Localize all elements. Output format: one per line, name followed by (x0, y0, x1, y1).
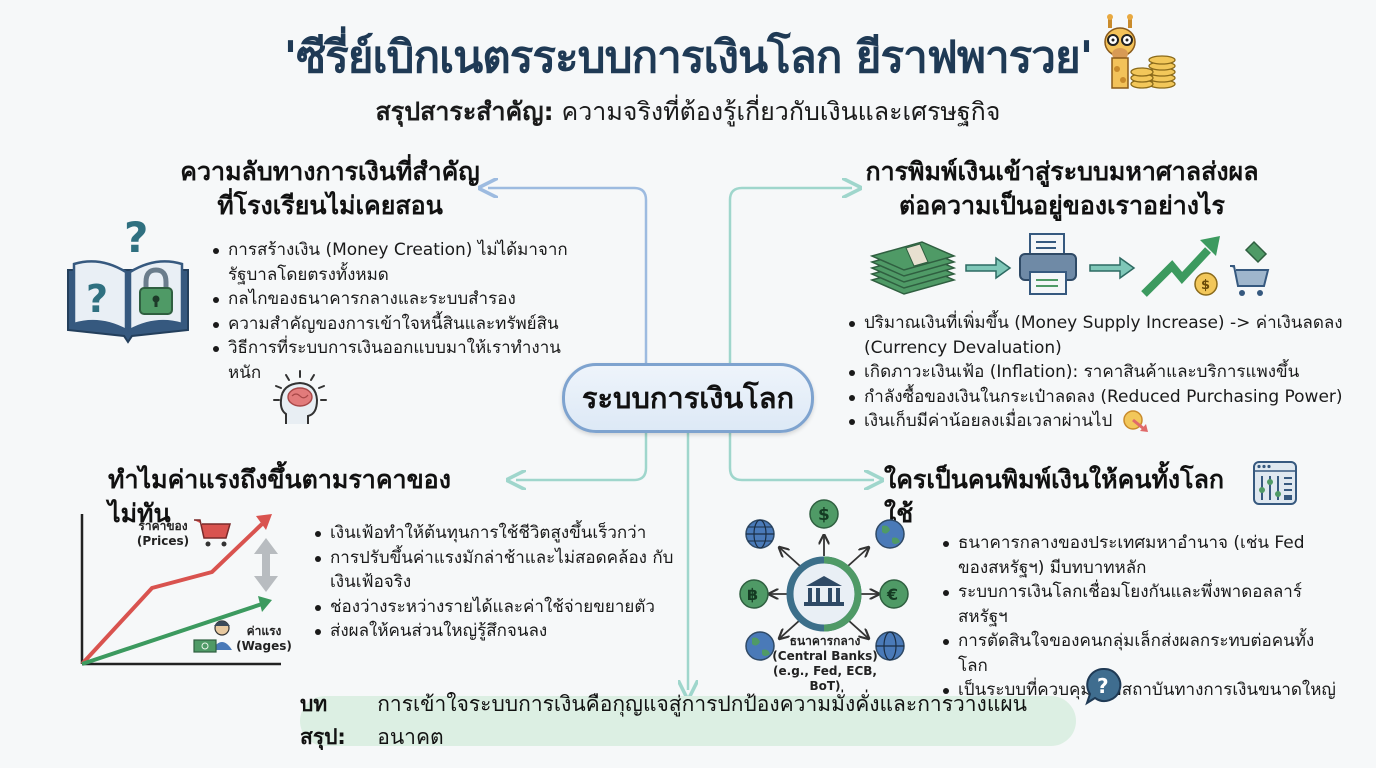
bank-building-icon (804, 576, 844, 606)
money-printing-bullets: ปริมาณเงินที่เพิ่มขึ้น (Money Supply Inc… (846, 311, 1346, 434)
bullet-item: ระบบการเงินโลกเชื่อมโยงกันและพึ่งพาดอลลา… (940, 580, 1340, 629)
giraffe-with-coins-icon (1104, 14, 1176, 89)
prices-label: ราคาของ (Prices) (128, 519, 198, 549)
wages-label-en: (Wages) (236, 639, 292, 653)
section-title: การพิมพ์เงินเข้าสู่ระบบมหาศาลส่งผล ต่อคว… (852, 155, 1272, 223)
bullet-item: เป็นระบบที่ควบคุมโดยสถาบันทางการเงินขนาด… (940, 678, 1340, 703)
section-school-secrets: ความลับทางการเงินที่สำคัญ ที่โรงเรียนไม่… (150, 155, 510, 223)
bullet-item: การปรับขึ้นค่าแรงมักล่าช้าและไม่สอดคล้อง… (312, 546, 682, 595)
title-line-1: การพิมพ์เงินเข้าสู่ระบบมหาศาลส่งผล (865, 157, 1259, 186)
conclusion-label: บทสรุป: (300, 692, 346, 749)
bullet-item: กำลังซื้อของเงินในกระเป๋าลดลง (Reduced P… (846, 385, 1346, 410)
title-line-2: ที่โรงเรียนไม่เคยสอน (217, 191, 443, 220)
globe-earth-icon (875, 519, 905, 549)
who-prints-bullets: ธนาคารกลางของประเทศมหาอำนาจ (เช่น Fed ขอ… (940, 531, 1340, 703)
title-text: 'ซีรี่ย์เบิกเนตรระบบการเงินโลก ยีราฟพารว… (283, 32, 1094, 83)
subtitle-text: ความจริงที่ต้องรู้เกี่ยวกับเงินและเศรษฐก… (553, 97, 1001, 126)
euro-coin-icon: € (879, 579, 909, 609)
svg-text:?: ? (86, 277, 108, 321)
money-printing-flow-icons: $ (869, 233, 1270, 297)
svg-text:?: ? (124, 213, 148, 262)
title-line-1: ความลับทางการเงินที่สำคัญ (180, 157, 480, 186)
bullet-item: ความสำคัญของการเข้าใจหนี้สินและทรัพย์สิน (210, 312, 580, 337)
arrow-right-icon (1089, 256, 1136, 280)
central-hub-node: ระบบการเงินโลก (562, 363, 814, 433)
dollar-coin-icon: $ (809, 499, 839, 529)
prices-vs-wages-chart (80, 514, 281, 666)
central-bank-network-diagram: $ ฿ € (739, 499, 909, 661)
bullet-item: เกิดภาวะเงินเฟ้อ (Inflation): ราคาสินค้า… (846, 360, 1346, 385)
prices-label-th: ราคาของ (138, 519, 188, 533)
shopping-cart-icon (194, 519, 231, 547)
wages-bullets: เงินเฟ้อทำให้ต้นทุนการใช้ชีวิตสูงขึ้นเร็… (312, 521, 682, 644)
brain-head-icon (273, 370, 327, 424)
section-wages-title: ทำไมค่าแรงถึงขึ้นตามราคาของไม่ทัน (108, 465, 451, 528)
conclusion-banner: บทสรุป: การเข้าใจระบบการเงินคือกุญแจสู่ก… (300, 692, 1076, 749)
wages-label-th: ค่าแรง (246, 624, 282, 638)
bullet-item: เงินเก็บมีค่าน้อยลงเมื่อเวลาผ่านไป (846, 409, 1346, 434)
svg-text:?: ? (1097, 674, 1109, 698)
central-bank-label: ธนาคารกลาง (Central Banks) (e.g., Fed, E… (760, 634, 890, 694)
section-who-prints-title: ใครเป็นคนพิมพ์เงินให้คนทั้งโลกใช้ (884, 465, 1225, 528)
conclusion-text: การเข้าใจระบบการเงินคือกุญแจสู่การปกป้อง… (377, 692, 1028, 749)
bullet-text: เงินเก็บมีค่าน้อยลงเมื่อเวลาผ่านไป (864, 411, 1113, 431)
bullet-item: การตัดสินใจของคนกลุ่มเล็กส่งผลกระทบต่อคน… (940, 629, 1340, 678)
section-money-printing: การพิมพ์เงินเข้าสู่ระบบมหาศาลส่งผล ต่อคว… (852, 155, 1272, 223)
control-panel-sliders-icon (1253, 461, 1297, 505)
book-lock-question-icon: ? ? (67, 213, 189, 344)
svg-text:$: $ (1201, 278, 1210, 293)
bullet-item: เงินเฟ้อทำให้ต้นทุนการใช้ชีวิตสูงขึ้นเร็… (312, 521, 682, 546)
bullet-item: ส่งผลให้คนส่วนใหญ่รู้สึกจนลง (312, 619, 682, 644)
hub-label: ระบบการเงินโลก (581, 381, 795, 415)
svg-text:$: $ (818, 505, 830, 525)
bank-label-en: (Central Banks) (772, 649, 878, 663)
money-stack-icon (869, 241, 957, 295)
bullet-item: การสร้างเงิน (Money Creation) ไม่ได้มาจา… (210, 238, 580, 287)
prices-label-en: (Prices) (136, 534, 190, 548)
subtitle-label: สรุปสาระสำคัญ: (375, 97, 554, 126)
arrow-right-icon (965, 256, 1012, 280)
bullet-item: ปริมาณเงินที่เพิ่มขึ้น (Money Supply Inc… (846, 311, 1346, 360)
baht-coin-icon: ฿ (739, 579, 769, 609)
school-secrets-bullets: การสร้างเงิน (Money Creation) ไม่ได้มาจา… (210, 238, 580, 385)
gap-double-arrow-icon (254, 538, 278, 592)
trend-up-coin-icon: $ (1141, 236, 1220, 297)
globe-earth-icon (745, 631, 775, 661)
bullet-item: วิธีการที่ระบบการเงินออกแบบมาให้เราทำงาน… (210, 336, 580, 385)
globe-icon (745, 519, 775, 549)
bank-label-eg: (e.g., Fed, ECB, BoT) (773, 664, 877, 693)
bullet-item: ช่องว่างระหว่างรายได้และค่าใช้จ่ายขยายตั… (312, 595, 682, 620)
question-bubble-icon: ? (1085, 667, 1122, 706)
printer-icon (1019, 233, 1077, 295)
worker-money-icon (193, 620, 232, 653)
bank-label-th: ธนาคารกลาง (789, 634, 861, 648)
shopping-cart-price-tag-icon (1230, 240, 1270, 296)
page-subtitle: สรุปสาระสำคัญ: ความจริงที่ต้องรู้เกี่ยวก… (0, 92, 1376, 132)
svg-text:฿: ฿ (747, 585, 758, 604)
wages-label: ค่าแรง (Wages) (234, 624, 294, 654)
svg-text:€: € (886, 585, 898, 604)
section-title: ความลับทางการเงินที่สำคัญ ที่โรงเรียนไม่… (150, 155, 510, 223)
bullet-item: ธนาคารกลางของประเทศมหาอำนาจ (เช่น Fed ขอ… (940, 531, 1340, 580)
title-line-2: ต่อความเป็นอยู่ของเราอย่างไร (899, 191, 1225, 220)
coin-decline-icon (1122, 410, 1148, 432)
bullet-item: กลไกของธนาคารกลางและระบบสำรอง (210, 287, 580, 312)
page-title: 'ซีรี่ย์เบิกเนตรระบบการเงินโลก ยีราฟพารว… (0, 22, 1376, 92)
globe-icon (875, 631, 905, 661)
